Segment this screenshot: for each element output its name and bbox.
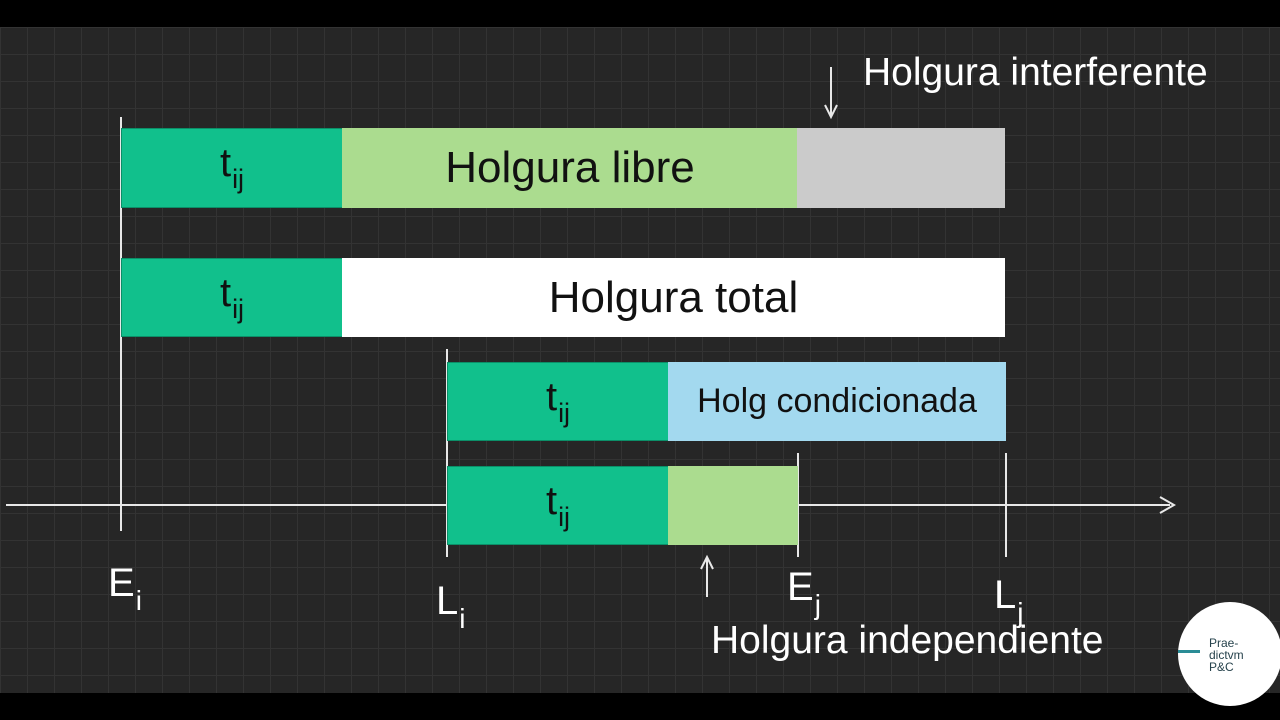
- holgura-condicionada-bar: Holg condicionada: [668, 362, 1006, 441]
- holgura-total-label: Holgura total: [548, 272, 799, 322]
- task-label: tij: [545, 374, 571, 428]
- task-label: tij: [545, 478, 571, 532]
- time-axis: [6, 67, 1177, 597]
- task-bar-row1: tij: [121, 128, 343, 208]
- holgura-total-bar: Holgura total: [342, 258, 1005, 337]
- task-label: tij: [219, 141, 245, 194]
- task-label: tij: [219, 270, 245, 324]
- logo-text: Prae- dictvm P&C: [1209, 636, 1244, 674]
- ej-line: [797, 453, 799, 557]
- holgura-interferente-note: Holgura interferente: [863, 51, 1208, 94]
- axis-label-ej: Ej: [787, 565, 821, 620]
- holgura-condicionada-label: Holg condicionada: [697, 382, 977, 420]
- holgura-libre-label: Holgura libre: [445, 143, 695, 192]
- holgura-interferente-bar: [797, 128, 1005, 208]
- task-bar-row4: tij: [447, 466, 669, 545]
- axis-label-ei: Ei: [108, 561, 142, 616]
- axis-label-li: Li: [436, 579, 466, 634]
- holgura-libre-bar: Holgura libre: [342, 128, 798, 208]
- axis-label-lj: Lj: [994, 573, 1024, 628]
- praedictvm-logo: [1178, 602, 1280, 706]
- axis-arrowhead: [1159, 496, 1177, 514]
- logo-accent: [1178, 650, 1200, 653]
- task-bar-row3: tij: [447, 362, 669, 441]
- li-line: [446, 349, 448, 557]
- lj-line: [1005, 453, 1007, 557]
- holgura-independiente-bar: [668, 466, 798, 545]
- holgura-independiente-note: Holgura independiente: [711, 619, 1104, 662]
- diagram-board: tij Holgura libre tij Holgura total tij …: [0, 27, 1280, 693]
- task-bar-row2: tij: [121, 258, 343, 337]
